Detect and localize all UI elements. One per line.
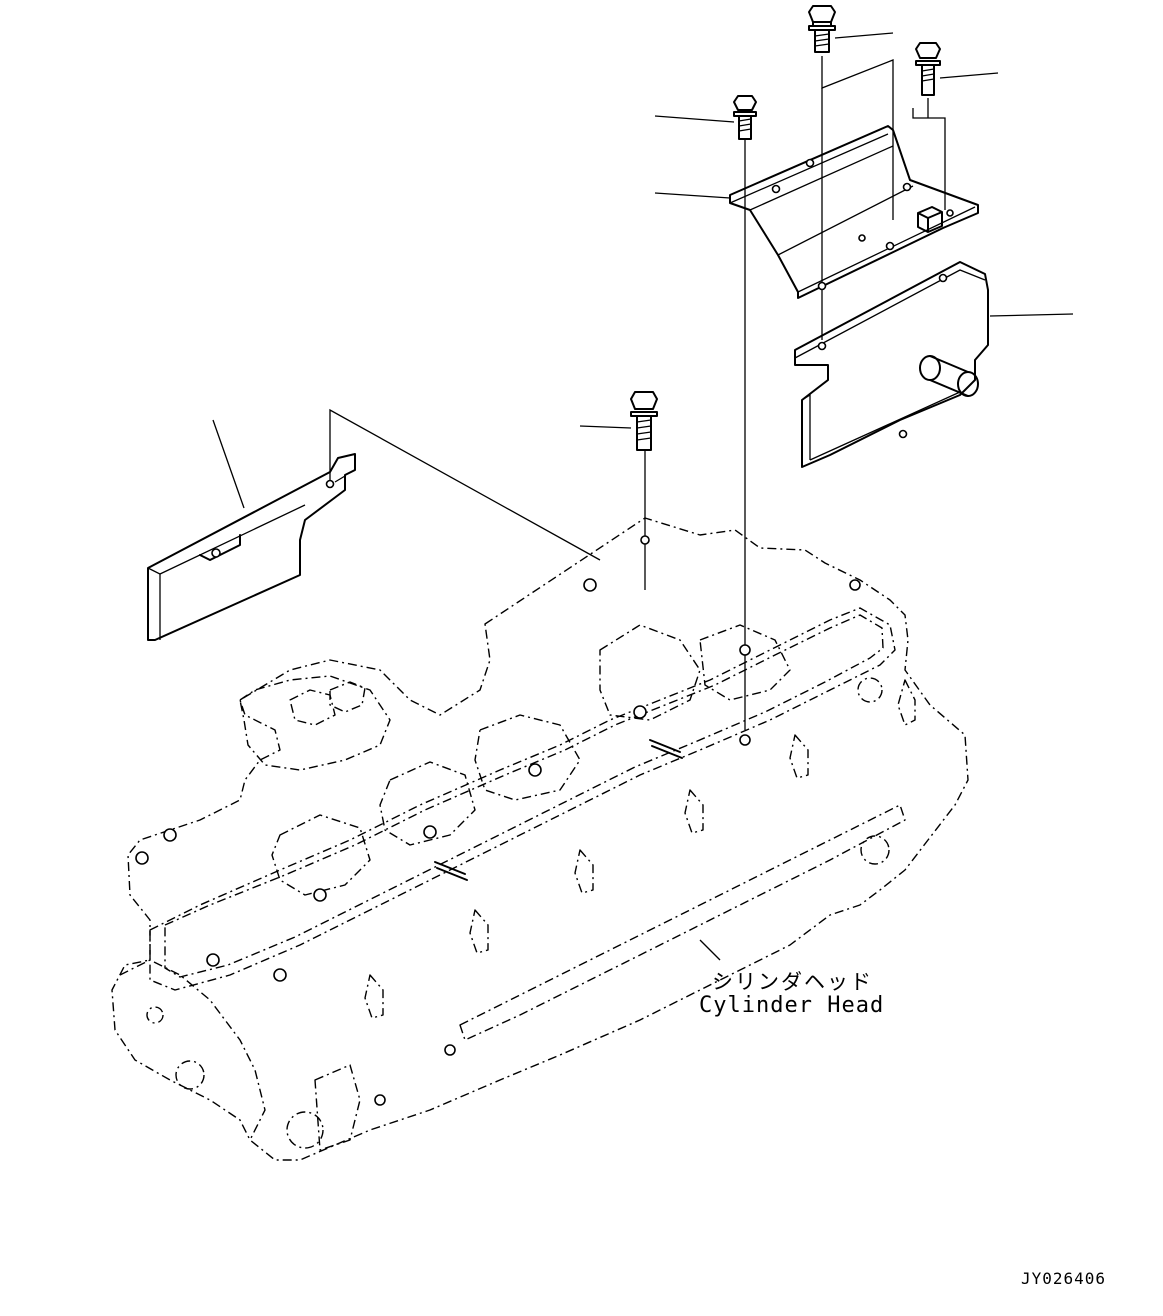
leader-cylinder-head: [699, 939, 721, 961]
leader-bolt-middle: [579, 425, 632, 429]
leader-bracket: [654, 192, 731, 199]
assembly-lines: [329, 56, 946, 730]
bolt-top-left: [733, 95, 757, 140]
leader-bolt-top-center: [834, 32, 894, 39]
cover-left: [147, 453, 356, 641]
bolt-top-center: [808, 5, 836, 53]
cylinder-head: [111, 517, 969, 1161]
leader-bolt-top-left: [654, 115, 735, 123]
cover-right: [794, 261, 989, 468]
bolt-top-right: [915, 42, 941, 96]
drawing-code: JY026406: [1021, 1269, 1107, 1288]
cylinder-head-label-jp: シリンダヘッド: [712, 970, 873, 994]
bolt-middle: [630, 391, 658, 451]
leader-bolt-top-right: [939, 72, 999, 79]
leader-cover-left: [212, 419, 245, 509]
leader-cover-right: [989, 313, 1074, 317]
cylinder-head-label-en: Cylinder Head: [699, 993, 885, 1018]
bracket-plate: [729, 125, 979, 299]
